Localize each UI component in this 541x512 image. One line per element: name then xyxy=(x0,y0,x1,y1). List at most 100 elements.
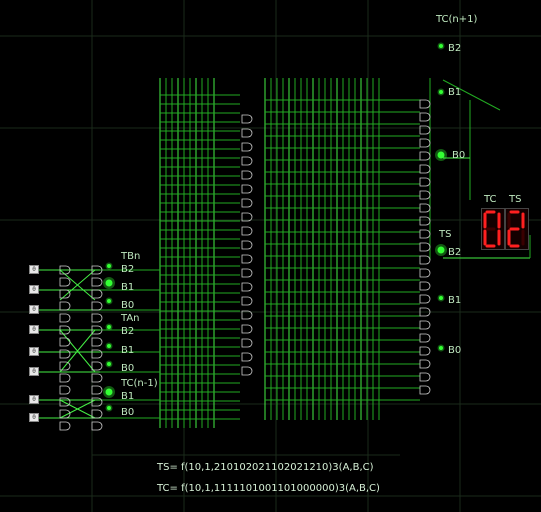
led xyxy=(437,151,445,159)
tbn-b1-label: B1 xyxy=(121,282,135,293)
logic-gate xyxy=(419,333,431,343)
logic-gate xyxy=(241,324,253,334)
wire xyxy=(59,329,96,373)
logic-gate xyxy=(241,198,253,208)
logic-gate xyxy=(241,184,253,194)
logic-gate xyxy=(241,128,253,138)
output-leds xyxy=(103,42,447,412)
logic-gate xyxy=(419,229,431,239)
tcn-label: TC(n-1) xyxy=(121,378,158,389)
logic-gate xyxy=(419,281,431,291)
logic-gate xyxy=(241,254,253,264)
logic-gate xyxy=(419,190,431,200)
logic-gate xyxy=(241,268,253,278)
out-b2-label: B2 xyxy=(448,43,462,54)
led xyxy=(107,264,111,268)
logic-gate xyxy=(419,372,431,382)
logic-gate xyxy=(59,373,71,383)
logic-gate xyxy=(91,421,103,431)
display-tc-label: TC xyxy=(484,194,497,205)
logic-gate xyxy=(59,277,71,287)
ts-b0-label: B0 xyxy=(448,345,462,356)
tc-formula: TC= f(10,1,1111101001101000000)3(A,B,C) xyxy=(157,483,380,494)
logic-gate xyxy=(59,421,71,431)
logic-gate xyxy=(419,294,431,304)
logic-gate xyxy=(419,138,431,148)
logic-gate xyxy=(419,125,431,135)
ts-b1-label: B1 xyxy=(448,295,462,306)
logic-gate xyxy=(419,151,431,161)
wire xyxy=(59,269,96,301)
logic-gate xyxy=(59,289,71,299)
tbn-b0-label: B0 xyxy=(121,300,135,311)
led xyxy=(105,279,113,287)
logic-gate xyxy=(59,337,71,347)
logic-gate xyxy=(241,338,253,348)
logic-gate xyxy=(419,320,431,330)
logic-gate xyxy=(419,112,431,122)
input-switch[interactable]: 0 xyxy=(29,347,39,356)
tcn-b0-label: B0 xyxy=(121,407,135,418)
logic-gate xyxy=(59,397,71,407)
input-switch[interactable]: 0 xyxy=(29,285,39,294)
input-switch[interactable]: 0 xyxy=(29,325,39,334)
logic-gate xyxy=(91,337,103,347)
input-switch[interactable]: 0 xyxy=(29,367,39,376)
led xyxy=(437,246,445,254)
logic-gate xyxy=(241,240,253,250)
tc-digit-segments xyxy=(483,210,501,248)
logic-gate xyxy=(419,164,431,174)
tcn-b1-label: B1 xyxy=(121,391,135,402)
logic-gate xyxy=(91,409,103,419)
logic-gate xyxy=(91,373,103,383)
logic-gate xyxy=(419,242,431,252)
ts-digit-segments xyxy=(507,210,525,248)
logic-gate xyxy=(59,301,71,311)
input-switch[interactable]: 0 xyxy=(29,395,39,404)
tbn-label: TBn xyxy=(121,251,141,262)
logic-gate xyxy=(91,397,103,407)
logic-gate xyxy=(91,265,103,275)
led xyxy=(439,90,443,94)
logic-gate xyxy=(419,385,431,395)
display-ts-label: TS xyxy=(509,194,522,205)
logic-gate xyxy=(241,366,253,376)
ts-formula: TS= f(10,1,210102021102021210)3(A,B,C) xyxy=(157,462,374,473)
ts-b2-label: B2 xyxy=(448,247,462,258)
logic-gate xyxy=(241,226,253,236)
led xyxy=(439,44,443,48)
logic-gate xyxy=(419,216,431,226)
led xyxy=(107,362,111,366)
logic-gate xyxy=(241,282,253,292)
logic-gate xyxy=(59,325,71,335)
input-switch[interactable]: 0 xyxy=(29,265,39,274)
logic-gate xyxy=(91,361,103,371)
wire xyxy=(59,399,96,419)
logic-gate xyxy=(59,385,71,395)
tc-next-label: TC(n+1) xyxy=(436,14,478,25)
input-switch[interactable]: 0 xyxy=(29,413,39,422)
logic-gate xyxy=(419,268,431,278)
logic-gate xyxy=(59,265,71,275)
wire xyxy=(442,79,501,111)
logic-gate xyxy=(59,313,71,323)
logic-gate xyxy=(241,310,253,320)
logic-gates xyxy=(59,99,431,431)
led xyxy=(107,325,111,329)
logic-gate xyxy=(241,142,253,152)
logic-gate xyxy=(91,349,103,359)
logic-gate xyxy=(419,307,431,317)
led xyxy=(105,388,113,396)
logic-gate xyxy=(241,156,253,166)
input-switch[interactable]: 0 xyxy=(29,305,39,314)
tbn-b2-label: B2 xyxy=(121,264,135,275)
logic-gate xyxy=(419,203,431,213)
logic-gate xyxy=(419,177,431,187)
logic-gate xyxy=(59,409,71,419)
logic-gate xyxy=(91,325,103,335)
logic-gate xyxy=(419,359,431,369)
logic-gate xyxy=(241,170,253,180)
logic-gate xyxy=(59,349,71,359)
logic-gate xyxy=(419,99,431,109)
